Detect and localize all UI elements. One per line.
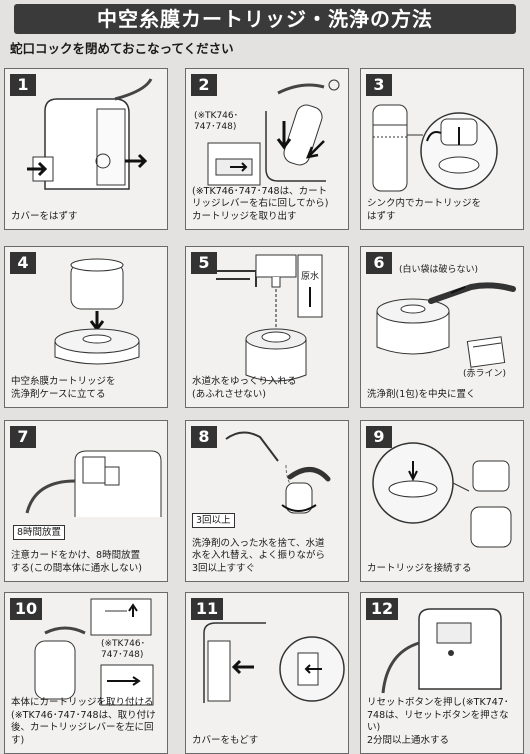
cartridge-detach-illustration [372, 104, 498, 192]
cartridge-removal-illustration [207, 79, 340, 186]
caution-card-illustration [25, 450, 162, 517]
step-10: 10 (※TK746･ 747･748) 本体にカートリッジを取り付ける (※T… [4, 592, 168, 754]
step-caption: 注意カードをかけ、8時間放置 する(この間本体に通水しない) [11, 550, 142, 574]
title-banner: 中空糸膜カートリッジ・洗浄の方法 [14, 4, 516, 34]
step-2: 2 (※TK746･ 747･748) (※TK746･747･748は、カート… [185, 68, 349, 230]
page-title: 中空糸膜カートリッジ・洗浄の方法 [97, 7, 433, 31]
step-caption: (※TK746･747･748は、カート リッジレバーを右に回してから) カート… [192, 185, 329, 222]
step-number: 7 [10, 426, 36, 448]
cartridge-attach-illustration [34, 598, 154, 706]
cover-return-illustration [203, 622, 345, 703]
step-number: 3 [366, 74, 392, 96]
filling-water-illustration [216, 254, 323, 382]
step-caption: シンク内でカートリッジを はずす [367, 198, 482, 222]
wait-time-badge: 8時間放置 [13, 525, 66, 540]
reset-and-flush-illustration [381, 608, 502, 694]
step-number: 1 [10, 74, 36, 96]
step-3: 3 シンク内でカートリッジを はずす [360, 68, 524, 230]
water-source-label: 原水 [301, 272, 320, 282]
step-5: 5 原水 水道水をゆっくり入れる (あふれさせない) [185, 246, 349, 408]
step-9: 9 カートリッジを接続する [360, 420, 524, 582]
detergent-placement-illustration [376, 282, 516, 368]
step-caption: カバーをはずす [11, 210, 78, 222]
step-number: 12 [366, 598, 398, 620]
step-number: 10 [10, 598, 42, 620]
repeat-count-badge: 3回以上 [192, 513, 235, 528]
step-number: 4 [10, 252, 36, 274]
model-note: (※TK746･ 747･748) [101, 639, 146, 660]
red-line-note: (赤ライン) [463, 369, 507, 379]
step-12: 12 リセットボタンを押し(※TK747･ 748は、リセットボタンを押さない)… [360, 592, 524, 754]
step-number: 11 [191, 598, 223, 620]
step-number: 2 [191, 74, 217, 96]
rinse-illustration [225, 431, 331, 514]
step-caption: 洗浄剤(1包)を中央に置く [367, 388, 476, 400]
step-caption: 洗浄剤の入った水を捨て、水道 水を入れ替え、よく振りながら 3回以上すすぐ [192, 537, 326, 574]
step-caption: 中空糸膜カートリッジを 洗浄剤ケースに立てる [11, 376, 116, 400]
step-caption: リセットボタンを押し(※TK747･ 748は、リセットボタンを押さない) 2分… [367, 697, 509, 746]
step-number: 8 [191, 426, 217, 448]
step-7: 7 8時間放置 注意カードをかけ、8時間放置 する(この間本体に通水しない) [4, 420, 168, 582]
step-4: 4 中空糸膜カートリッジを 洗浄剤ケースに立てる [4, 246, 168, 408]
step-1: 1 カバーをはずす [4, 68, 168, 230]
cartridge-in-case-illustration [54, 258, 140, 365]
step-6: 6 (白い袋は破らない) (赤ライン) 洗浄剤(1包)を中央に置く [360, 246, 524, 408]
step-caption: カバーをもどす [192, 734, 259, 746]
step-caption: カートリッジを接続する [367, 562, 472, 574]
purifier-cover-illustration [27, 78, 153, 190]
step-number: 9 [366, 426, 392, 448]
step-number: 6 [366, 252, 392, 274]
instruction-subtitle: 蛇口コックを閉めておこなってください [10, 41, 234, 56]
cartridge-connect-illustration [372, 442, 512, 548]
white-bag-note: (白い袋は破らない) [399, 265, 479, 275]
step-8: 8 3回以上 洗浄剤の入った水を捨て、水道 水を入れ替え、よく振りながら 3回以… [185, 420, 349, 582]
step-caption: 本体にカートリッジを取り付ける (※TK746･747･748は、取り付け 後、… [11, 697, 156, 746]
step-number: 5 [191, 252, 217, 274]
model-note: (※TK746･ 747･748) [194, 111, 239, 132]
step-11: 11 カバーをもどす [185, 592, 349, 754]
step-caption: 水道水をゆっくり入れる (あふれさせない) [192, 376, 297, 400]
